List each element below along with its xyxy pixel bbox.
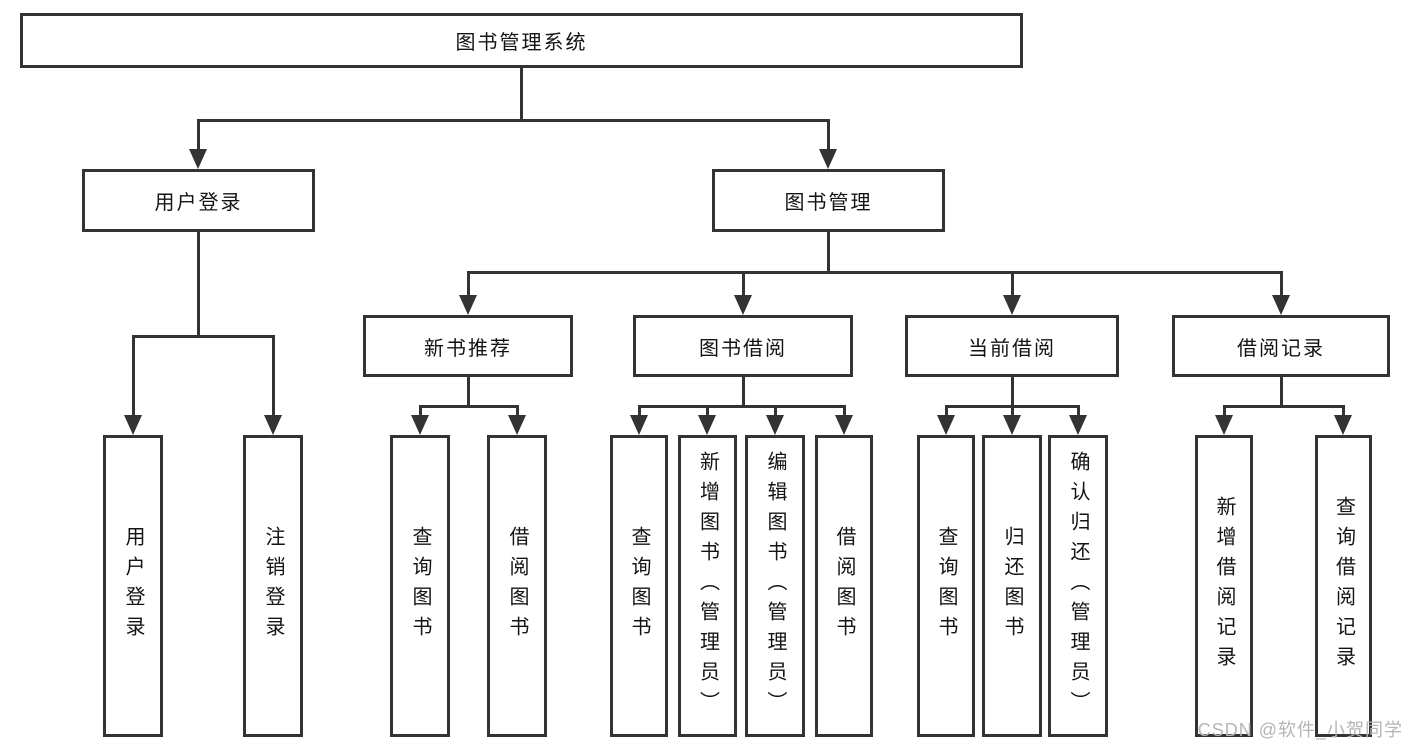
leaf-borrow-book-borrow: 借阅图书 xyxy=(815,435,873,737)
leaf-confirm-return-admin: 确认归还（管理员） xyxy=(1048,435,1108,737)
node-new-book-recommend: 新书推荐 xyxy=(363,315,573,377)
leaf-add-book-admin: 新增图书（管理员） xyxy=(678,435,737,737)
arrowhead-down-icon xyxy=(508,415,526,435)
node-book-borrow: 图书借阅 xyxy=(633,315,853,377)
connector-rail xyxy=(131,334,275,338)
node-current-borrow: 当前借阅 xyxy=(905,315,1119,377)
leaf-query-book-current: 查询图书 xyxy=(917,435,975,737)
connector-arrow-shaft xyxy=(1341,406,1345,423)
arrowhead-down-icon xyxy=(819,149,837,169)
arrowhead-down-icon xyxy=(189,149,207,169)
connector-stub xyxy=(741,377,745,408)
node-root-system: 图书管理系统 xyxy=(20,13,1023,68)
connector-rail xyxy=(466,270,1283,274)
arrowhead-down-icon xyxy=(459,295,477,315)
node-user-login: 用户登录 xyxy=(82,169,315,232)
arrowhead-down-icon xyxy=(1272,295,1290,315)
leaf-query-book-borrow: 查询图书 xyxy=(610,435,668,737)
connector-arrow-shaft xyxy=(466,272,470,303)
arrowhead-down-icon xyxy=(411,415,429,435)
arrowhead-down-icon xyxy=(1334,415,1352,435)
arrowhead-down-icon xyxy=(937,415,955,435)
connector-stub xyxy=(466,377,470,408)
arrowhead-down-icon xyxy=(124,415,142,435)
leaf-query-borrow-record: 查询借阅记录 xyxy=(1315,435,1372,737)
arrowhead-down-icon xyxy=(1003,415,1021,435)
connector-stub xyxy=(826,232,830,274)
leaf-edit-book-admin: 编辑图书（管理员） xyxy=(745,435,805,737)
connector-rail xyxy=(637,404,846,408)
connector-arrow-shaft xyxy=(1279,272,1283,303)
arrowhead-down-icon xyxy=(1003,295,1021,315)
connector-rail xyxy=(196,118,830,122)
leaf-user-login: 用户登录 xyxy=(103,435,163,737)
leaf-add-borrow-record: 新增借阅记录 xyxy=(1195,435,1253,737)
connector-stub xyxy=(196,232,200,338)
arrowhead-down-icon xyxy=(1215,415,1233,435)
connector-arrow-shaft xyxy=(842,406,846,423)
connector-arrow-shaft xyxy=(637,406,641,423)
connector-arrow-shaft xyxy=(773,406,777,423)
arrowhead-down-icon xyxy=(630,415,648,435)
connector-stub xyxy=(1010,377,1014,408)
leaf-query-book-newrec: 查询图书 xyxy=(390,435,450,737)
connector-arrow-shaft xyxy=(271,336,275,423)
connector-rail xyxy=(418,404,519,408)
node-book-management: 图书管理 xyxy=(712,169,945,232)
connector-arrow-shaft xyxy=(131,336,135,423)
connector-stub xyxy=(1279,377,1283,408)
arrowhead-down-icon xyxy=(734,295,752,315)
connector-arrow-shaft xyxy=(418,406,422,423)
node-borrow-records: 借阅记录 xyxy=(1172,315,1390,377)
arrowhead-down-icon xyxy=(1069,415,1087,435)
connector-arrow-shaft xyxy=(1222,406,1226,423)
connector-arrow-shaft xyxy=(1010,406,1014,423)
arrowhead-down-icon xyxy=(698,415,716,435)
connector-arrow-shaft xyxy=(705,406,709,423)
arrowhead-down-icon xyxy=(264,415,282,435)
connector-arrow-shaft xyxy=(1076,406,1080,423)
connector-arrow-shaft xyxy=(515,406,519,423)
watermark-text: CSDN @软件_小贺同学 xyxy=(1197,720,1403,740)
connector-arrow-shaft xyxy=(1010,272,1014,303)
connector-rail xyxy=(1222,404,1345,408)
leaf-borrow-book-newrec: 借阅图书 xyxy=(487,435,547,737)
connector-arrow-shaft xyxy=(196,120,200,157)
arrowhead-down-icon xyxy=(835,415,853,435)
connector-arrow-shaft xyxy=(741,272,745,303)
connector-stub xyxy=(519,68,523,122)
leaf-logout: 注销登录 xyxy=(243,435,303,737)
leaf-return-book: 归还图书 xyxy=(982,435,1042,737)
arrowhead-down-icon xyxy=(766,415,784,435)
connector-arrow-shaft xyxy=(826,120,830,157)
connector-arrow-shaft xyxy=(944,406,948,423)
